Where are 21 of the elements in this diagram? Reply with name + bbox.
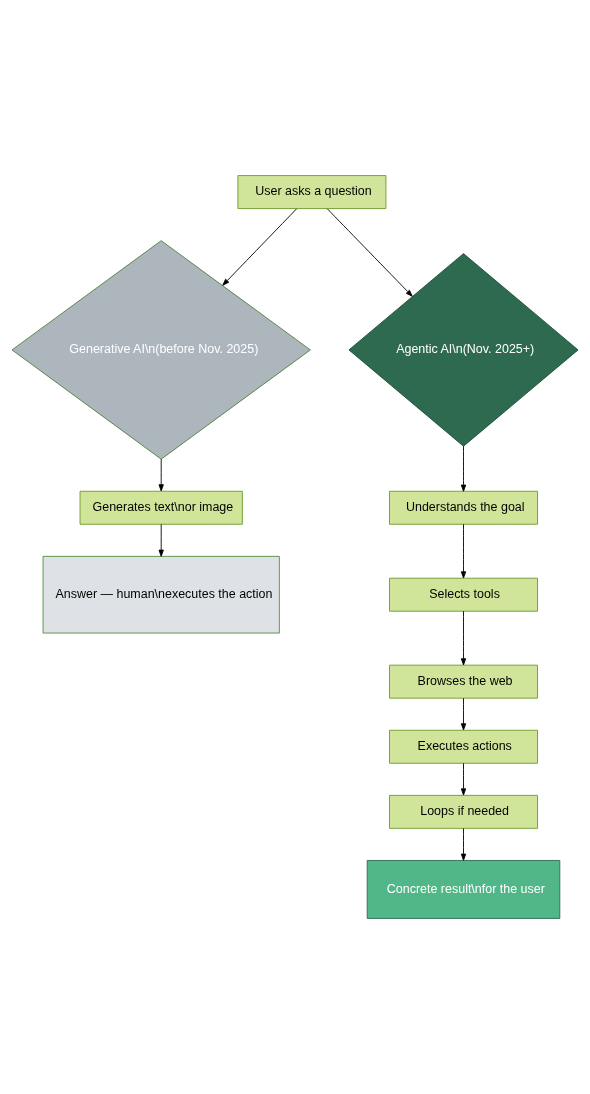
arrow [460,610,467,666]
node-box: Selects tools [389,577,538,612]
node-box: Concrete result\nfor the user [366,860,561,919]
arrow [158,458,164,492]
node-diamond: Agentic AI\n(Nov. 2025+) [348,253,579,447]
arrow [326,208,413,297]
node-box: Understands the goal [389,490,538,525]
node-box: User asks a question [237,175,387,209]
node-box: Executes actions [389,729,538,764]
node-diamond: Generative AI\n(before Nov. 2025) [11,240,311,460]
arrow [222,208,298,286]
arrow [460,697,467,731]
node-box: Loops if needed [389,794,538,829]
node-box: Browses the web [389,664,538,699]
arrow [460,828,467,861]
arrow [158,523,164,557]
arrow [460,523,467,579]
arrow [460,445,467,492]
node-box: Generates text\nor image [79,490,243,525]
node-box: Answer — human\nexecutes the action [42,555,280,634]
arrow [460,762,467,796]
